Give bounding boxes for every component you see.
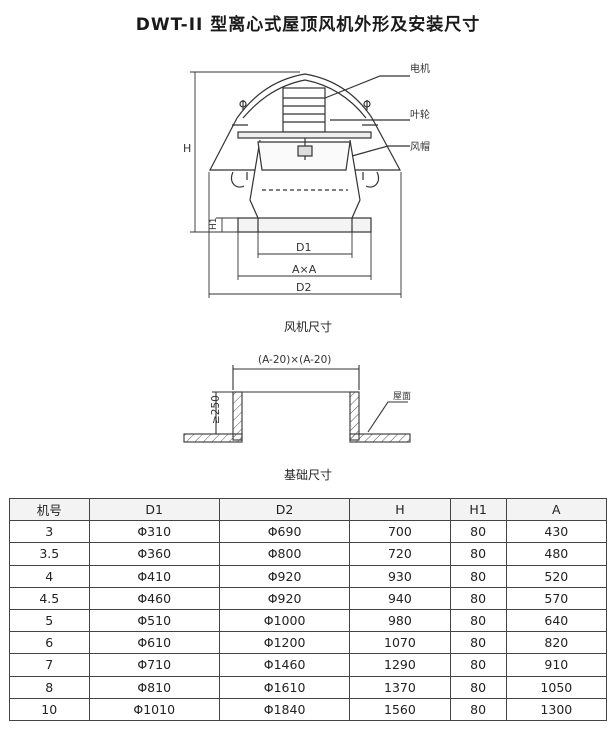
table-cell: 930 [349, 564, 451, 588]
table-cell: 6 [9, 631, 90, 655]
table-cell: 910 [505, 653, 608, 677]
table-cell: 10 [9, 697, 90, 721]
table-cell: 80 [449, 608, 507, 633]
table-cell: 700 [349, 520, 451, 544]
label-roof: 屋面 [393, 391, 411, 402]
table-cell: 80 [449, 697, 507, 721]
motor-body [282, 87, 326, 133]
table-cell: 3 [9, 520, 90, 544]
fan-dome [236, 73, 373, 119]
table-cell: Φ710 [88, 653, 220, 677]
table-cell: 570 [505, 586, 608, 610]
table-cell: Φ920 [218, 586, 351, 610]
table-cell: 80 [449, 586, 507, 610]
label-H1: H1 [209, 218, 219, 231]
table-cell: 80 [449, 520, 507, 544]
table-cell: 520 [505, 564, 608, 588]
fan-hood [209, 117, 402, 171]
table-cell: Φ690 [218, 520, 351, 544]
table-cell: 1370 [349, 675, 451, 699]
base-caption: 基础尺寸 [283, 468, 332, 482]
table-cell: Φ360 [88, 542, 220, 566]
table-cell: 940 [349, 586, 451, 610]
table-cell: Φ1000 [218, 608, 351, 633]
table-cell: Φ810 [88, 675, 220, 699]
table-cell: Φ1460 [218, 653, 351, 677]
label-height: ≥250 [210, 395, 222, 424]
header-cell: A [505, 497, 608, 522]
table-cell: 80 [449, 631, 507, 655]
table-cell: 820 [505, 631, 608, 655]
table-cell: 1290 [349, 653, 451, 677]
table-cell: Φ920 [218, 564, 351, 588]
label-hood: 风帽 [410, 140, 430, 153]
table-cell: Φ310 [88, 520, 220, 544]
base-flange [237, 217, 372, 233]
label-opening: (A-20)×(A-20) [258, 354, 331, 366]
table-cell: 1560 [349, 697, 451, 721]
table-header-row: 机号 D1 D2 H H1 A [9, 497, 608, 522]
table-cell: Φ1840 [218, 697, 351, 721]
table-cell: 640 [505, 608, 608, 633]
table-cell: 980 [349, 608, 451, 633]
header-cell: 机号 [9, 497, 90, 522]
base-drawing [183, 365, 411, 443]
table-cell: 1070 [349, 631, 451, 655]
table-cell: 4 [9, 564, 90, 588]
fan-drawing: H H1 D1 A×A D2 电机 叶轮 风帽 (A-20)×(A-20) ≥2… [183, 62, 430, 443]
table-cell: 1050 [505, 675, 608, 699]
label-AxA: A×A [292, 263, 317, 276]
table-cell: 7 [9, 653, 90, 677]
table-cell: 1300 [505, 697, 608, 721]
page-title: DWT-II 型离心式屋顶风机外形及安装尺寸 [135, 15, 481, 35]
table-cell: Φ460 [88, 586, 220, 610]
table-cell: Φ1010 [88, 697, 220, 721]
header-cell: H1 [449, 497, 507, 522]
table-cell: 8 [9, 675, 90, 699]
table-cell: Φ510 [88, 608, 220, 633]
table-cell: 5 [9, 608, 90, 633]
table-cell: 4.5 [9, 586, 90, 610]
header-cell: D1 [88, 497, 220, 522]
table-cell: 3.5 [9, 542, 90, 566]
table-cell: Φ1610 [218, 675, 351, 699]
label-impeller: 叶轮 [410, 108, 430, 121]
table-cell: 480 [505, 542, 608, 566]
table-cell: Φ1200 [218, 631, 351, 655]
label-D2: D2 [296, 281, 311, 294]
header-cell: H [349, 497, 451, 522]
table-cell: 720 [349, 542, 451, 566]
table-cell: 80 [449, 564, 507, 588]
table-cell: 80 [449, 542, 507, 566]
header-cell: D2 [218, 497, 351, 522]
table-cell: 80 [449, 675, 507, 699]
fan-caption: 风机尺寸 [283, 320, 332, 334]
table-cell: 430 [505, 520, 608, 544]
label-motor: 电机 [410, 62, 430, 75]
table-cell: 80 [449, 653, 507, 677]
table-cell: Φ410 [88, 564, 220, 588]
table-cell: Φ610 [88, 631, 220, 655]
label-D1: D1 [296, 241, 311, 254]
table-cell: Φ800 [218, 542, 351, 566]
label-H: H [183, 142, 191, 155]
